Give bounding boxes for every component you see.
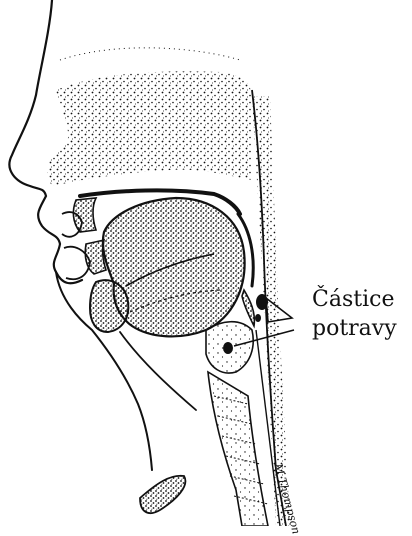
epiglottis (242, 290, 254, 326)
trachea (208, 372, 268, 526)
clavicle (140, 476, 185, 513)
annotation-label-line1: Částice (312, 287, 394, 313)
nasal-cavity-region (48, 71, 253, 186)
food-particle-lower (223, 342, 233, 354)
food-particle-small (255, 314, 261, 322)
pharynx-back-region (252, 96, 290, 526)
throat-outline (120, 332, 196, 410)
mandible-bone (90, 280, 128, 332)
upper-nasal-ridge (60, 48, 240, 60)
annotation-label-line2: potravy (312, 316, 397, 342)
